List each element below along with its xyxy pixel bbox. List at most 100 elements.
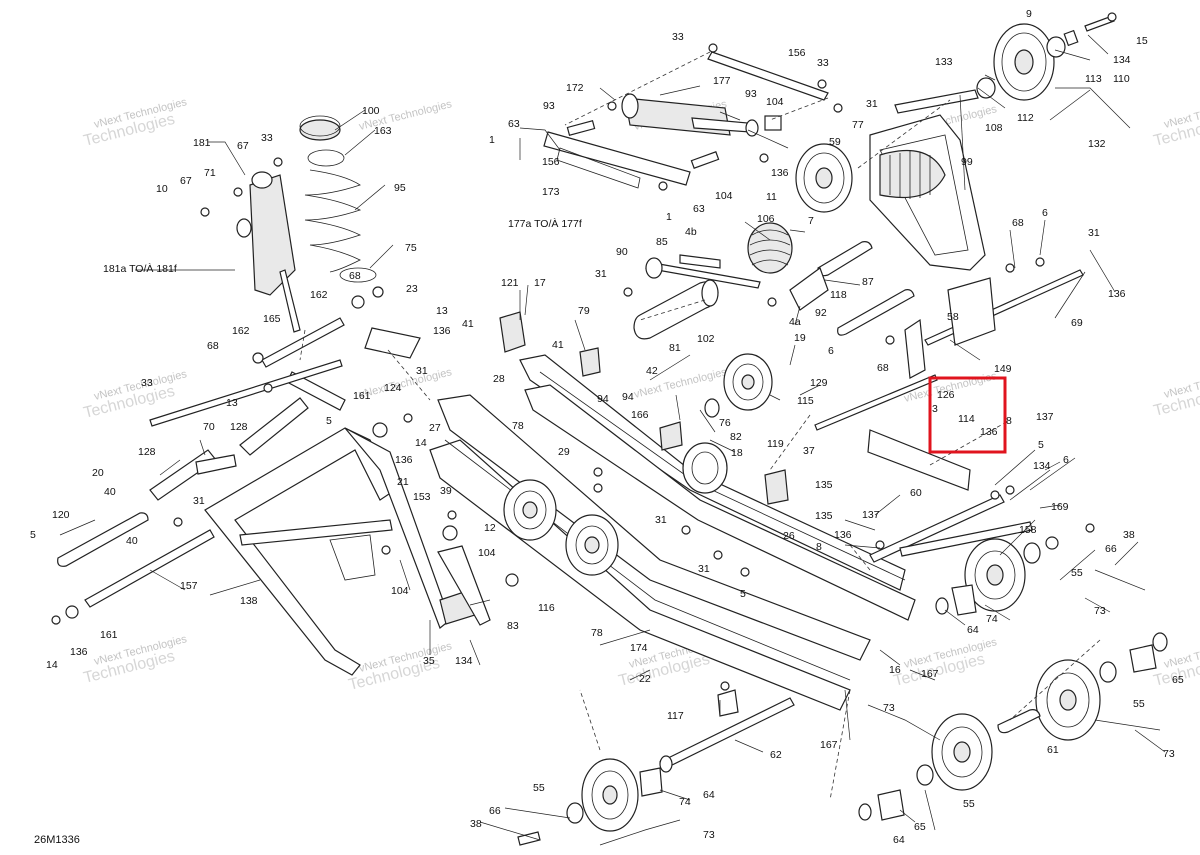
callout-177[interactable]: 177 xyxy=(713,75,731,87)
callout-38[interactable]: 38 xyxy=(470,818,482,830)
callout-33[interactable]: 33 xyxy=(261,132,273,144)
callout-38[interactable]: 38 xyxy=(1123,529,1135,541)
callout-71[interactable]: 71 xyxy=(204,167,216,179)
callout-69[interactable]: 69 xyxy=(1071,317,1083,329)
callout-33[interactable]: 33 xyxy=(672,31,684,43)
callout-63[interactable]: 63 xyxy=(508,118,520,130)
callout-138[interactable]: 138 xyxy=(240,595,258,607)
callout-26[interactable]: 26 xyxy=(783,530,795,542)
callout-161[interactable]: 161 xyxy=(353,390,371,402)
callout-17[interactable]: 17 xyxy=(534,277,546,289)
callout-31[interactable]: 31 xyxy=(595,268,607,280)
callout-31[interactable]: 31 xyxy=(1088,227,1100,239)
callout-8[interactable]: 8 xyxy=(816,541,822,553)
callout-6[interactable]: 6 xyxy=(1063,454,1069,466)
callout-124[interactable]: 124 xyxy=(384,382,402,394)
callout-121[interactable]: 121 xyxy=(501,277,519,289)
callout-114[interactable]: 114 xyxy=(958,413,975,425)
callout-167[interactable]: 167 xyxy=(921,668,939,680)
callout-58[interactable]: 58 xyxy=(947,311,959,323)
callout-134[interactable]: 134 xyxy=(1033,460,1051,472)
callout-42[interactable]: 42 xyxy=(646,365,658,377)
callout-110[interactable]: 110 xyxy=(1113,73,1130,85)
callout-4b[interactable]: 4b xyxy=(685,226,697,238)
callout-27[interactable]: 27 xyxy=(429,422,441,434)
callout-65[interactable]: 65 xyxy=(914,821,926,833)
callout-136[interactable]: 136 xyxy=(980,426,998,438)
callout-181[interactable]: 181 xyxy=(193,137,211,149)
callout-12[interactable]: 12 xyxy=(484,522,496,534)
callout-18[interactable]: 18 xyxy=(731,447,743,459)
callout-59[interactable]: 59 xyxy=(829,136,841,148)
callout-33[interactable]: 33 xyxy=(817,57,829,69)
callout-128[interactable]: 128 xyxy=(138,446,156,458)
callout-39[interactable]: 39 xyxy=(440,485,452,497)
callout-78[interactable]: 78 xyxy=(512,420,524,432)
callout-6[interactable]: 6 xyxy=(1042,207,1048,219)
callout-61[interactable]: 61 xyxy=(1047,744,1059,756)
callout-162[interactable]: 162 xyxy=(232,325,250,337)
callout-63[interactable]: 63 xyxy=(693,203,705,215)
callout-68[interactable]: 68 xyxy=(349,270,361,282)
callout-8[interactable]: 8 xyxy=(1006,415,1012,427)
callout-134[interactable]: 134 xyxy=(455,655,473,667)
callout-13[interactable]: 13 xyxy=(436,305,448,317)
callout-66[interactable]: 66 xyxy=(489,805,501,817)
callout-3[interactable]: 3 xyxy=(932,403,938,415)
callout-73[interactable]: 73 xyxy=(1163,748,1175,760)
callout-33[interactable]: 33 xyxy=(141,377,153,389)
callout-68[interactable]: 68 xyxy=(877,362,889,374)
callout-104[interactable]: 104 xyxy=(478,547,496,559)
callout-37[interactable]: 37 xyxy=(803,445,815,457)
callout-174[interactable]: 174 xyxy=(630,642,648,654)
callout-85[interactable]: 85 xyxy=(656,236,668,248)
callout-172[interactable]: 172 xyxy=(566,82,584,94)
callout-68[interactable]: 68 xyxy=(1012,217,1024,229)
callout-136[interactable]: 136 xyxy=(834,529,852,541)
callout-104[interactable]: 104 xyxy=(391,585,409,597)
callout-165[interactable]: 165 xyxy=(263,313,281,325)
callout-73[interactable]: 73 xyxy=(1094,605,1106,617)
callout-112[interactable]: 112 xyxy=(1017,112,1034,124)
callout-166[interactable]: 166 xyxy=(631,409,649,421)
callout-94[interactable]: 94 xyxy=(622,391,634,403)
callout-134[interactable]: 134 xyxy=(1113,54,1131,66)
callout-31[interactable]: 31 xyxy=(698,563,710,575)
callout-136[interactable]: 136 xyxy=(433,325,451,337)
callout-1[interactable]: 1 xyxy=(489,134,495,146)
callout-83[interactable]: 83 xyxy=(507,620,519,632)
callout-40[interactable]: 40 xyxy=(126,535,138,547)
callout-100[interactable]: 100 xyxy=(362,105,380,117)
callout-73[interactable]: 73 xyxy=(883,702,895,714)
callout-6[interactable]: 6 xyxy=(828,345,834,357)
callout-82[interactable]: 82 xyxy=(730,431,742,443)
callout-55[interactable]: 55 xyxy=(1071,567,1083,579)
callout-15[interactable]: 15 xyxy=(1136,35,1148,47)
callout-177a-177f[interactable]: 177a TO/À 177f xyxy=(508,217,582,230)
callout-119[interactable]: 119 xyxy=(767,438,784,450)
callout-120[interactable]: 120 xyxy=(52,509,70,521)
callout-41[interactable]: 41 xyxy=(462,318,474,330)
callout-137[interactable]: 137 xyxy=(862,509,880,521)
callout-7[interactable]: 7 xyxy=(808,215,814,227)
callout-78[interactable]: 78 xyxy=(591,627,603,639)
callout-158[interactable]: 158 xyxy=(1019,524,1037,536)
callout-126[interactable]: 126 xyxy=(937,389,955,401)
callout-14[interactable]: 14 xyxy=(415,437,427,449)
callout-93[interactable]: 93 xyxy=(745,88,757,100)
callout-106[interactable]: 106 xyxy=(757,213,775,225)
callout-90[interactable]: 90 xyxy=(616,246,628,258)
callout-79[interactable]: 79 xyxy=(578,305,590,317)
callout-5[interactable]: 5 xyxy=(1038,439,1044,451)
callout-74[interactable]: 74 xyxy=(986,613,998,625)
callout-64[interactable]: 64 xyxy=(967,624,979,636)
callout-181a-181f[interactable]: 181a TO/À 181f xyxy=(103,262,177,275)
callout-135[interactable]: 135 xyxy=(815,479,833,491)
callout-28[interactable]: 28 xyxy=(493,373,505,385)
callout-173[interactable]: 173 xyxy=(542,186,560,198)
callout-149[interactable]: 149 xyxy=(994,363,1012,375)
callout-55[interactable]: 55 xyxy=(963,798,975,810)
callout-29[interactable]: 29 xyxy=(558,446,570,458)
callout-108[interactable]: 108 xyxy=(985,122,1003,134)
callout-31[interactable]: 31 xyxy=(416,365,428,377)
